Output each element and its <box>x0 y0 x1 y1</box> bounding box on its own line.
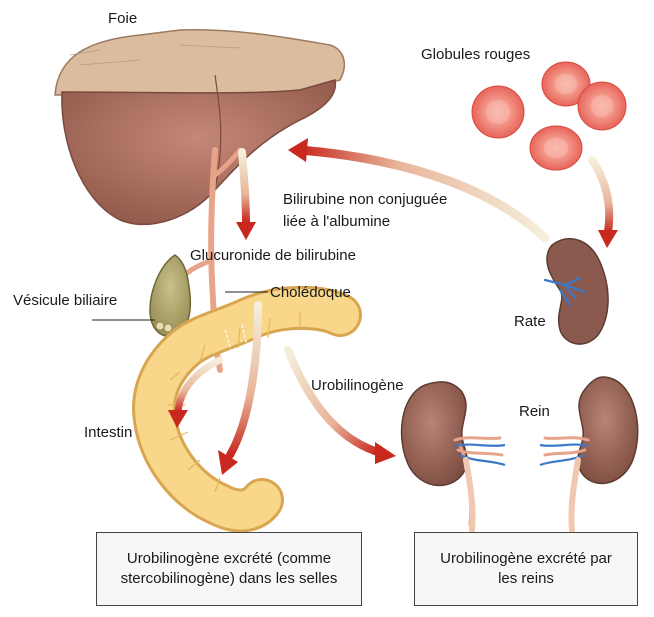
box-selles-line1: Urobilinogène excrété (comme <box>121 549 338 569</box>
red-blood-cell <box>578 82 626 130</box>
arrow-rbc-to-spleen <box>592 160 618 248</box>
label-bilirubine-line2: liée à l'albumine <box>283 213 390 231</box>
box-excretion-selles: Urobilinogène excrété (comme stercobilin… <box>96 532 362 606</box>
red-blood-cells <box>472 62 626 170</box>
box-excretion-reins: Urobilinogène excrété par les reins <box>414 532 638 606</box>
label-intestin: Intestin <box>84 424 132 442</box>
label-vesicule: Vésicule biliaire <box>13 292 117 310</box>
box-reins-line1: Urobilinogène excrété par <box>440 549 612 569</box>
red-blood-cell <box>472 86 524 138</box>
label-rein: Rein <box>519 403 550 421</box>
label-glucuronide: Glucuronide de bilirubine <box>190 247 356 265</box>
label-bilirubine-line1: Bilirubine non conjuguée <box>283 191 447 209</box>
arrow-urobilinogen-to-kidney <box>288 350 396 464</box>
red-blood-cell <box>530 126 582 170</box>
label-rate: Rate <box>514 313 546 331</box>
right-kidney <box>540 377 638 530</box>
box-selles-line2: stercobilinogène) dans les selles <box>121 569 338 589</box>
label-urobilinogene: Urobilinogène <box>311 377 404 395</box>
label-choledoque: Cholédoque <box>270 284 351 302</box>
label-foie: Foie <box>108 10 137 28</box>
spleen <box>545 239 608 344</box>
left-kidney <box>402 382 505 530</box>
box-reins-line2: les reins <box>440 569 612 589</box>
label-globules-rouges: Globules rouges <box>421 46 530 64</box>
